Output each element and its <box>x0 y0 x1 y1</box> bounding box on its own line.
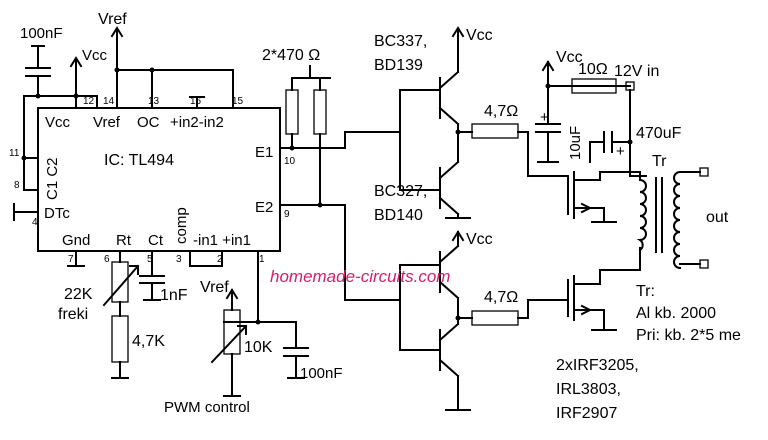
vref-pwm-label: Vref <box>200 279 229 296</box>
vcc-q-bottom-symbol <box>451 230 465 243</box>
r47-top-label: 4,7Ω <box>484 103 518 120</box>
vcc-ic-symbol <box>69 56 83 68</box>
pin-number-2: 2 <box>217 254 223 265</box>
pin-number-15: 15 <box>232 96 244 107</box>
pin-number-7: 7 <box>68 254 74 265</box>
resistor-470-a <box>285 89 299 135</box>
pin-number-9: 9 <box>284 209 290 220</box>
resistor-10-ohm-label: 10Ω <box>578 61 608 78</box>
output-terminal-top <box>699 167 709 177</box>
resistor-4-7k-label: 4,7K <box>132 333 165 350</box>
q-mid-label: BC327, <box>374 183 427 200</box>
resistor-470-b <box>313 89 327 135</box>
ic-pin-dtc-label: DTc <box>44 205 70 222</box>
resistor-10-ohm <box>571 78 617 94</box>
cap-470uf-label: 470uF <box>636 125 682 142</box>
pnp-transistor-top <box>399 160 471 219</box>
pot-10k <box>210 309 248 364</box>
pot-freki-label: freki <box>58 306 88 323</box>
pin-number-13: 13 <box>148 96 160 107</box>
pot-22k <box>102 261 140 307</box>
mosfet-top <box>567 171 617 223</box>
cap-10uf-plus: + <box>540 109 549 126</box>
pin-number-14: 14 <box>103 96 115 107</box>
cap-100nf-bottom <box>283 321 309 379</box>
ic-name: IC: TL494 <box>104 152 174 169</box>
resistor-4-7k <box>111 315 129 363</box>
pin-number-4: 4 <box>32 217 38 228</box>
mosfet-types-2: IRL3803, <box>556 381 621 398</box>
ic-pin-rt-label: Rt <box>116 232 132 249</box>
vref-pwm-symbol <box>225 288 239 311</box>
mosfet-types-3: IRF2907 <box>556 405 617 422</box>
ic-pin-oc-label: OC <box>137 114 160 131</box>
cap-100nf-top-label: 100nF <box>20 25 63 42</box>
pin-number-3: 3 <box>176 254 182 265</box>
transformer-note-1: Tr: <box>636 283 655 300</box>
npn-transistor-bottom <box>399 241 460 300</box>
cap-1nf-label: 1nF <box>160 287 188 304</box>
pwm-control-label: PWM control <box>164 399 250 416</box>
q-mid-label-2: BD140 <box>374 207 423 224</box>
ic-pin-vcc-label: Vcc <box>45 114 71 131</box>
cap-10uf <box>535 123 561 163</box>
ic-pin-in1-label: -in1 +in1 <box>193 232 251 249</box>
mosfet-types-1: 2xIRF3205, <box>556 357 639 374</box>
input-12v-label: 12V in <box>614 63 659 80</box>
transformer-note-3: Pri: kb. 2*5 me <box>636 327 741 344</box>
transformer-note-2: Al kb. 2000 <box>636 305 716 322</box>
ic-pin-gnd-label: Gnd <box>62 232 90 249</box>
vcc-right-symbol <box>541 60 555 87</box>
pin-number-11: 11 <box>9 148 20 159</box>
ic-pin-ct-label: Ct <box>148 232 164 249</box>
output-label: out <box>706 209 729 226</box>
cap-100nf-top <box>25 45 51 97</box>
pnp-transistor-bottom <box>399 322 471 411</box>
pin-number-12: 12 <box>83 96 95 107</box>
vcc-right-label: Vcc <box>556 49 583 66</box>
ic-pin-e2-label: E2 <box>255 199 273 216</box>
pin-number-8: 8 <box>14 180 20 191</box>
vcc-q-top-label: Vcc <box>466 27 493 44</box>
pot-10k-label: 10K <box>244 339 273 356</box>
resistors-470-label: 2*470 Ω <box>262 47 320 64</box>
vcc-ic-label: Vcc <box>82 47 108 64</box>
pin-number-16: 16 <box>190 96 202 107</box>
vcc-q-bottom-label: Vcc <box>466 231 493 248</box>
vref-top-label: Vref <box>98 11 127 28</box>
r47-bottom-label: 4,7Ω <box>484 289 518 306</box>
q-top-label-2: BD139 <box>374 57 423 74</box>
pin-number-6: 6 <box>104 254 110 265</box>
ic-pin-e1-label: E1 <box>255 144 273 161</box>
output-terminal-bottom <box>699 259 709 269</box>
vcc-q-top-symbol <box>451 26 465 45</box>
ic-pin-comp-label: comp <box>173 207 190 244</box>
cap-470uf <box>589 131 631 163</box>
ic-pin-c1c2-label: C1 C2 <box>44 157 61 200</box>
cap-470uf-plus: + <box>616 143 625 160</box>
ic-pin-in2-label: +in2-in2 <box>170 114 224 131</box>
pot-22k-label: 22K <box>64 286 93 303</box>
mosfet-bottom <box>567 275 617 331</box>
cap-10uf-label: 10uF <box>567 126 584 160</box>
pin-number-5: 5 <box>147 254 153 265</box>
q-top-label: BC337, <box>374 33 427 50</box>
ic-pin-vref-label: Vref <box>93 114 121 131</box>
resistor-4-7-ohm-bottom <box>471 310 519 326</box>
pin-number-10: 10 <box>284 156 296 167</box>
cap-100nf-bottom-label: 100nF <box>300 365 343 382</box>
npn-transistor-top <box>399 43 460 126</box>
pin-number-1: 1 <box>259 254 265 265</box>
cap-1nf <box>139 275 165 301</box>
watermark: homemade-circuits.com <box>270 267 450 286</box>
resistor-4-7-ohm-top <box>471 123 519 139</box>
ic-body <box>37 107 281 252</box>
transformer-label: Tr <box>652 153 667 170</box>
transformer <box>636 170 682 270</box>
